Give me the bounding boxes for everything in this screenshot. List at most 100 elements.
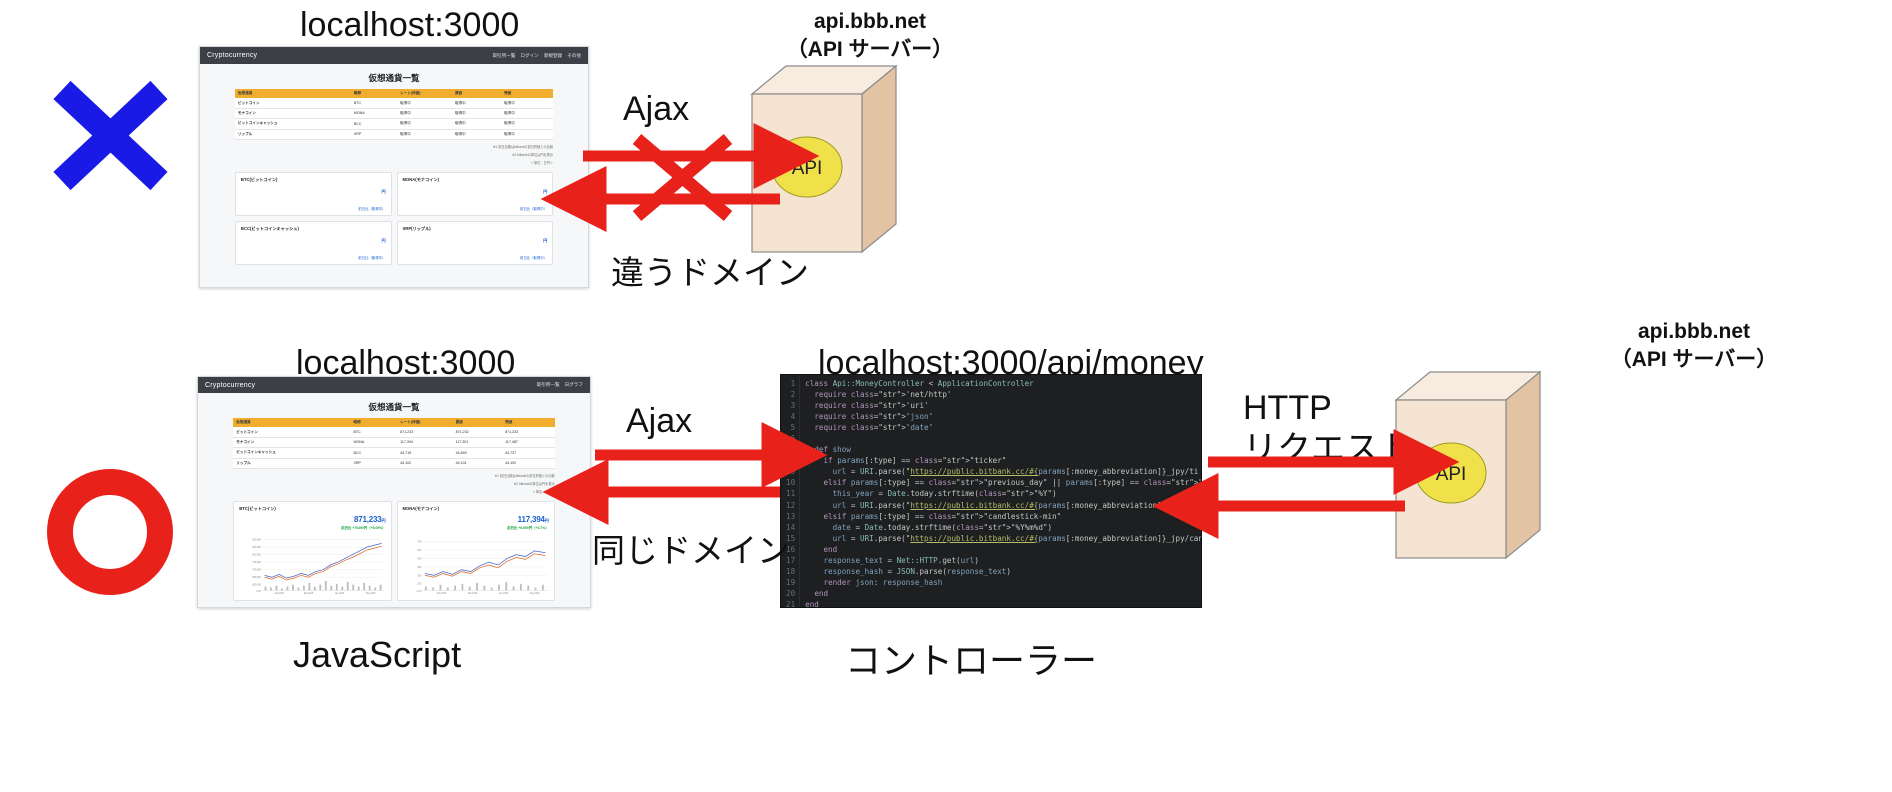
- currency-card[interactable]: BTC(ビットコイン) 円 前日比（取得中）: [234, 171, 392, 216]
- browser-content-bottom: 仮想通貨一覧 仮想通貨 略称 レート(仲値) 買値 売値 ビットコイン BTC …: [198, 393, 590, 607]
- cross-mark-icon: [48, 78, 173, 198]
- cell: MONA: [350, 437, 398, 449]
- cell: 取得中: [397, 118, 452, 130]
- cell: リップル: [234, 129, 351, 140]
- nav-link[interactable]: 新規登録: [543, 52, 563, 58]
- svg-text:400: 400: [417, 558, 422, 561]
- navbar-links[interactable]: 取引所一覧 日グラフ: [537, 382, 583, 388]
- different-domain-label: 違うドメイン: [611, 254, 809, 291]
- svg-text:Mar 2018: Mar 2018: [304, 592, 314, 595]
- ajax-label-top: Ajax: [623, 90, 690, 128]
- bottom-browser-url-label: localhost:3000: [296, 344, 516, 382]
- cell: ビットコインキャッシュ: [233, 447, 351, 459]
- cell: 44,693: [452, 447, 503, 459]
- note: ※2 bitbankの単位は円を表示: [513, 481, 555, 486]
- price-value: 871,233: [353, 514, 382, 524]
- svg-text:750,000: 750,000: [253, 561, 262, 564]
- unit-note: ＜単位：日円＞: [530, 160, 554, 165]
- table-row: ビットコインキャッシュ BCC 取得中 取得中 取得中: [234, 118, 554, 130]
- currency-card[interactable]: XRP(リップル) 円 前日比（取得中）: [396, 220, 554, 265]
- cell: 取得中: [501, 108, 554, 120]
- table-row: モナコイン MONA 117,394 117,301 117,487: [233, 437, 555, 449]
- yen-unit: 円: [543, 188, 548, 194]
- navbar-links[interactable]: 取引所一覧 ログイン 新規登録 その他: [492, 53, 581, 59]
- browser-window-bottom[interactable]: Cryptocurrency 取引所一覧 日グラフ 仮想通貨一覧 仮想通貨 略称…: [197, 376, 591, 608]
- svg-text:850,000: 850,000: [253, 546, 262, 549]
- th: 仮想通貨: [234, 89, 351, 99]
- currency-card[interactable]: BCC(ビットコインキャッシュ) 円 前日比（取得中）: [234, 220, 392, 265]
- cell: 117,487: [502, 437, 555, 449]
- card-price: 円: [241, 235, 386, 244]
- cell: 117,394: [397, 437, 453, 449]
- api-server-text: （API サーバー）: [786, 38, 954, 62]
- table-row: リップル XRP 44,102 44,101 44,102: [233, 458, 555, 469]
- api-domain-text: api.bbb.net: [1638, 320, 1750, 343]
- cell: BCC: [350, 447, 398, 459]
- note: ※1 前日比欄はbitbankの前日終値との比較: [492, 144, 554, 149]
- cell: MONA: [350, 108, 398, 120]
- svg-text:May 2018: May 2018: [366, 593, 376, 595]
- browser-window-top[interactable]: Cryptocurrency 取引所一覧 ログイン 新規登録 その他 仮想通貨一…: [199, 46, 589, 288]
- price-value: 117,394: [517, 514, 545, 524]
- yen-unit: 円: [543, 237, 548, 243]
- card-subtext: 前日比（取得中）: [358, 255, 386, 260]
- nav-link[interactable]: 取引所一覧: [536, 382, 560, 387]
- table-notes: ※1 前日比欄はbitbankの前日終値との比較 ※2 bitbankの単位は円…: [235, 144, 553, 165]
- cell: 117,301: [452, 437, 503, 449]
- card-title: BTC(ビットコイン): [239, 505, 276, 511]
- api-server-text: （API サーバー）: [1610, 348, 1778, 372]
- cell: モナコイン: [234, 108, 351, 120]
- currency-table-top: 仮想通貨 略称 レート(仲値) 買値 売値 ビットコイン BTC 取得中 取得中…: [234, 89, 554, 140]
- cell: 871,233: [502, 427, 555, 438]
- nav-link[interactable]: ログイン: [520, 52, 539, 58]
- currency-cards-bottom: BTC(ビットコイン) 871,233円 前日比 +70490円（+8.09%）…: [233, 500, 555, 602]
- table-notes: ※1 前日比欄はbitbankの前日終値との比較 ※2 bitbankの単位は円…: [233, 473, 555, 494]
- currency-card-mona[interactable]: MONA(モナコイン) 117,394円 前日比 +6.690円（+3.7%） …: [396, 500, 555, 602]
- cell: 取得中: [397, 129, 452, 140]
- cell: 取得中: [397, 108, 452, 120]
- table-header-row: 仮想通貨 略称 レート(仲値) 買値 売値: [234, 89, 554, 99]
- card-title: BCC(ビットコインキャッシュ): [240, 225, 299, 231]
- api-server-label-top: api.bbb.net （API サーバー）: [770, 8, 970, 65]
- th: 売値: [501, 89, 554, 99]
- cell: 取得中: [451, 118, 502, 130]
- cell: 取得中: [501, 118, 554, 130]
- card-title: MONA(モナコイン): [402, 505, 440, 511]
- circle-mark-icon: [44, 466, 176, 603]
- yen-unit: 円: [381, 188, 386, 194]
- currency-card-btc[interactable]: BTC(ビットコイン) 871,233円 前日比 +70490円（+8.09%）…: [233, 500, 392, 602]
- cell: 取得中: [451, 108, 502, 120]
- browser-content-top: 仮想通貨一覧 仮想通貨 略称 レート(仲値) 買値 売値 ビットコイン BTC …: [200, 64, 588, 287]
- nav-link[interactable]: 日グラフ: [564, 382, 583, 387]
- yen-unit: 円: [381, 517, 386, 523]
- th: レート(仲値): [397, 418, 453, 428]
- yen-unit: 円: [544, 517, 549, 523]
- cell: ビットコイン: [233, 427, 351, 438]
- table-row: ビットコイン BTC 871,233 871,232 871,233: [233, 427, 555, 438]
- nav-link[interactable]: その他: [567, 52, 581, 58]
- card-price: 円: [241, 186, 386, 195]
- table-row: リップル XRP 取得中 取得中 取得中: [234, 129, 554, 140]
- nav-link[interactable]: 取引所一覧: [492, 52, 516, 58]
- cell: 取得中: [501, 129, 554, 140]
- ajax-label-bottom: Ajax: [626, 402, 693, 440]
- svg-text:Feb 2018: Feb 2018: [436, 593, 446, 595]
- card-subtext: 前日比（取得中）: [358, 206, 386, 211]
- api-server-cube-top: API: [744, 62, 904, 262]
- code-content[interactable]: class Api::MoneyController < Application…: [805, 379, 1201, 607]
- brand-label: Cryptocurrency: [205, 381, 256, 389]
- request-text: リクエスト: [1243, 430, 1413, 469]
- http-text: HTTP: [1243, 389, 1332, 427]
- controller-caption: コントローラー: [845, 640, 1098, 681]
- th: 略称: [350, 418, 398, 428]
- svg-text:May 2018: May 2018: [529, 593, 539, 595]
- currency-card[interactable]: MONA(モナコイン) 円 前日比（取得中）: [396, 171, 554, 216]
- th: 仮想通貨: [233, 418, 351, 428]
- svg-text:900,000: 900,000: [253, 539, 262, 542]
- cell: 取得中: [451, 98, 502, 109]
- currency-table-bottom: 仮想通貨 略称 レート(仲値) 買値 売値 ビットコイン BTC 871,233…: [233, 418, 555, 469]
- api-cube-text-top: API: [792, 158, 823, 179]
